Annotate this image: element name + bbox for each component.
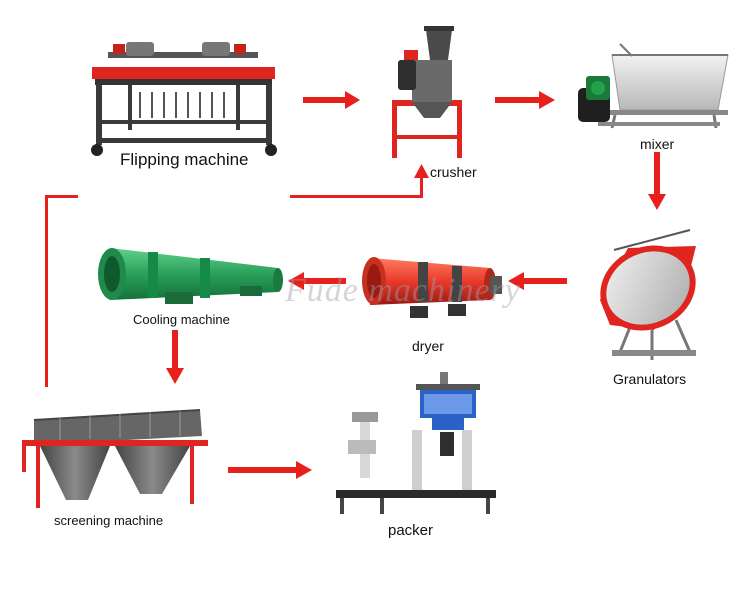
crusher-image	[392, 26, 462, 158]
label-crusher: crusher	[430, 164, 477, 180]
cooling-machine-image	[98, 248, 283, 304]
label-mixer: mixer	[640, 136, 675, 152]
dryer-image	[362, 257, 502, 318]
label-granulators: Granulators	[613, 371, 687, 387]
mixer-image	[578, 43, 729, 129]
arrow-cooling-to-screening	[166, 330, 184, 384]
arrow-dryer-to-cooling	[288, 272, 346, 290]
label-screening-machine: screening machine	[54, 513, 164, 528]
label-flipping-machine: Flipping machine	[120, 150, 249, 169]
granulators-image	[600, 229, 696, 360]
label-cooling-machine: Cooling machine	[133, 312, 230, 327]
packer-image	[336, 372, 496, 514]
arrow-flipping-to-crusher	[303, 91, 360, 109]
flipping-machine-image	[91, 42, 277, 156]
arrow-screening-to-packer	[228, 461, 312, 479]
screening-machine-image	[22, 409, 208, 508]
arrow-return-loop	[45, 164, 429, 387]
arrow-granulators-to-dryer	[508, 272, 567, 290]
watermark: Fude machinery	[285, 272, 521, 309]
arrow-mixer-to-granulators	[648, 152, 666, 210]
label-packer: packer	[388, 522, 434, 539]
arrow-crusher-to-mixer	[495, 91, 555, 109]
label-dryer: dryer	[412, 338, 444, 354]
